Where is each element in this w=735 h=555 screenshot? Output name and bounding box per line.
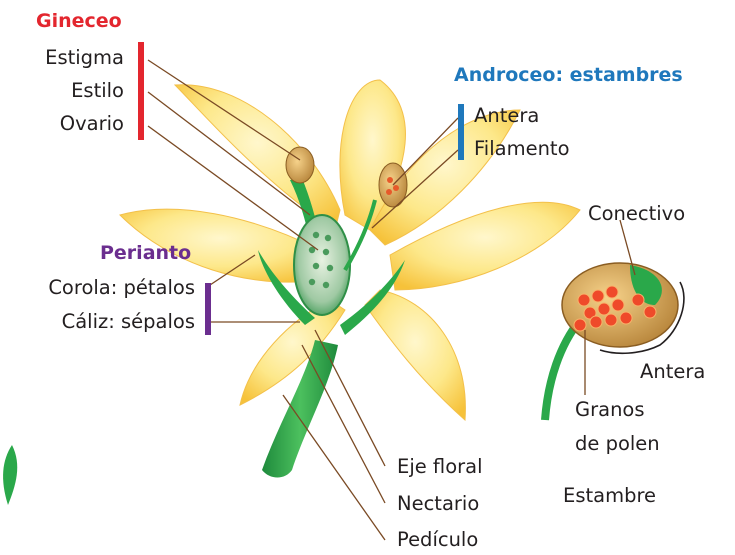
gineceo-title: Gineceo xyxy=(36,12,122,31)
label-eje-floral: Eje floral xyxy=(397,457,483,477)
label-granos-1: Granos xyxy=(575,400,645,420)
label-antera-detail: Antera xyxy=(640,362,705,382)
androceo-title: Androceo: estambres xyxy=(454,66,683,85)
label-nectario: Nectario xyxy=(397,494,479,514)
stem-fragment xyxy=(3,445,17,505)
label-conectivo: Conectivo xyxy=(588,204,685,224)
label-estilo: Estilo xyxy=(0,81,124,101)
gineceo-bar xyxy=(138,42,144,140)
label-caliz: Cáliz: sépalos xyxy=(0,312,195,332)
label-granos-2: de polen xyxy=(575,434,660,454)
estambre-detail xyxy=(545,263,684,420)
label-filamento: Filamento xyxy=(474,139,570,159)
label-antera: Antera xyxy=(474,106,539,126)
label-estigma: Estigma xyxy=(0,48,124,68)
label-pediculo: Pedículo xyxy=(397,530,478,550)
petal-back-left xyxy=(175,85,340,230)
ovary xyxy=(294,215,350,315)
petal-lower-right xyxy=(365,290,465,420)
perianto-bar xyxy=(205,283,211,335)
label-corola: Corola: pétalos xyxy=(0,278,195,298)
perianto-title: Perianto xyxy=(100,244,191,263)
label-estambre: Estambre xyxy=(563,486,656,506)
androceo-bar xyxy=(458,104,464,160)
label-ovario: Ovario xyxy=(0,114,124,134)
stigma xyxy=(286,147,314,183)
